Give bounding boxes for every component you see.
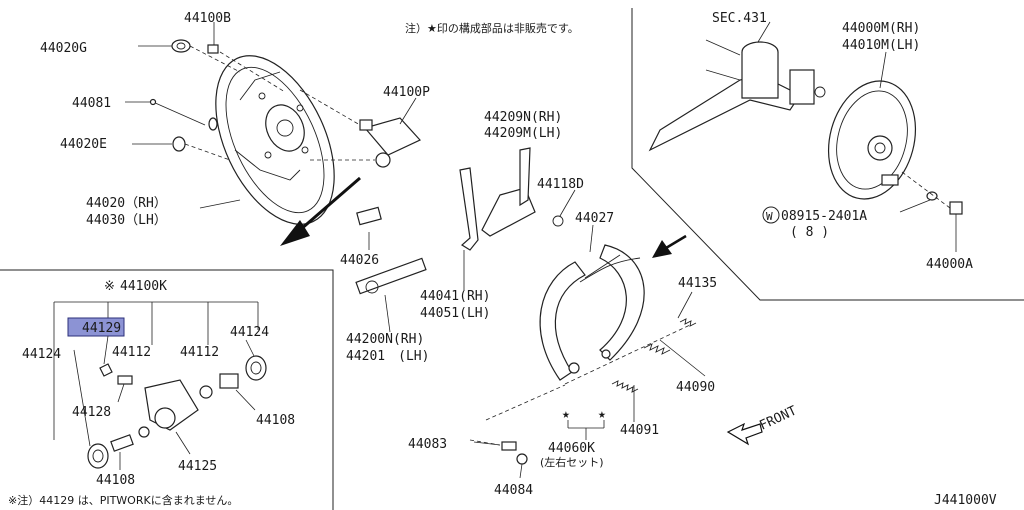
label-44129: 44129 bbox=[82, 321, 121, 336]
label-44083: 44083 bbox=[408, 437, 447, 452]
label-44060k: 44060K bbox=[548, 441, 595, 456]
label-44000a: 44000A bbox=[926, 257, 973, 272]
backing-plate-drawing bbox=[215, 55, 335, 225]
label-44209n: 44209N(RH) bbox=[484, 110, 562, 125]
label-08915-2401a: 08915-2401A bbox=[781, 209, 867, 224]
kit-mark: ※ bbox=[104, 279, 115, 294]
inset-frame bbox=[631, 8, 1024, 301]
leader-lines bbox=[73, 21, 931, 479]
label-44060k-set: (左右セット) bbox=[540, 455, 604, 469]
diagram-id: J441000V bbox=[934, 493, 997, 508]
label-44108-left: 44108 bbox=[96, 473, 135, 488]
label-44209m: 44209M(LH) bbox=[484, 126, 562, 141]
label-sec431: SEC.431 bbox=[712, 11, 767, 26]
label-44027: 44027 bbox=[575, 211, 614, 226]
label-08915-prefix: W bbox=[766, 210, 773, 223]
label-44084: 44084 bbox=[494, 483, 533, 498]
label-44020g: 44020G bbox=[40, 41, 87, 56]
label-44041-rh: 44041(RH) bbox=[420, 289, 490, 304]
label-44026: 44026 bbox=[340, 253, 379, 268]
adjuster-44200-drawing bbox=[355, 257, 427, 295]
kit-parts-drawing bbox=[87, 355, 267, 469]
label-44112-left: 44112 bbox=[112, 345, 151, 360]
washer-symbol-icon bbox=[762, 206, 780, 224]
label-44010m-lh: 44010M(LH) bbox=[842, 38, 920, 53]
label-44128: 44128 bbox=[72, 405, 111, 420]
axle-assembly-drawing bbox=[648, 39, 826, 152]
pin-44026 bbox=[356, 206, 382, 226]
kit-frame bbox=[0, 269, 334, 510]
label-44091: 44091 bbox=[620, 423, 659, 438]
label-44100k: 44100K bbox=[120, 279, 167, 294]
label-44124-left: 44124 bbox=[22, 347, 61, 362]
label-44125: 44125 bbox=[178, 459, 217, 474]
kit-bracket bbox=[53, 301, 259, 440]
brake-shoe-drawing bbox=[539, 244, 645, 381]
adjuster-lever-drawing bbox=[459, 147, 564, 251]
label-44090: 44090 bbox=[676, 380, 715, 395]
wheel-cylinder-drawing bbox=[359, 117, 421, 168]
springs-drawing bbox=[501, 318, 697, 465]
pitwork-note: ※注）44129 は、PITWORKに含まれません。 bbox=[8, 493, 238, 507]
label-44108-right: 44108 bbox=[256, 413, 295, 428]
label-44051-lh: 44051(LH) bbox=[420, 306, 490, 321]
drum-brake-assembly-drawing bbox=[827, 80, 963, 215]
label-44000m-rh: 44000M(RH) bbox=[842, 21, 920, 36]
label-44135: 44135 bbox=[678, 276, 717, 291]
fastener-parts bbox=[149, 39, 219, 152]
label-44124-right: 44124 bbox=[230, 325, 269, 340]
non-sale-note: 注）★印の構成部品は非販売です。 bbox=[405, 21, 579, 35]
label-44100b: 44100B bbox=[184, 11, 231, 26]
label-44081: 44081 bbox=[72, 96, 111, 111]
label-44100p: 44100P bbox=[383, 85, 430, 100]
label-44200n-rh: 44200N(RH) bbox=[346, 332, 424, 347]
front-label: FRONT bbox=[757, 403, 799, 433]
label-44118d: 44118D bbox=[537, 177, 584, 192]
star-mark-right: ★ bbox=[598, 407, 606, 422]
label-44201-lh: 44201 (LH) bbox=[346, 349, 429, 364]
label-44112-right: 44112 bbox=[180, 345, 219, 360]
star-mark-left: ★ bbox=[562, 407, 570, 422]
direction-arrow-icon bbox=[280, 176, 361, 246]
shoe-pointer-arrow-icon bbox=[652, 234, 687, 258]
highlighted-part-box bbox=[67, 317, 125, 337]
front-direction-arrow-icon bbox=[726, 422, 763, 446]
label-44030-lh: 44030（LH） bbox=[86, 213, 167, 228]
label-44020-rh: 44020（RH） bbox=[86, 196, 167, 211]
label-08915-qty: ( 8 ) bbox=[790, 225, 829, 240]
label-44020e: 44020E bbox=[60, 137, 107, 152]
